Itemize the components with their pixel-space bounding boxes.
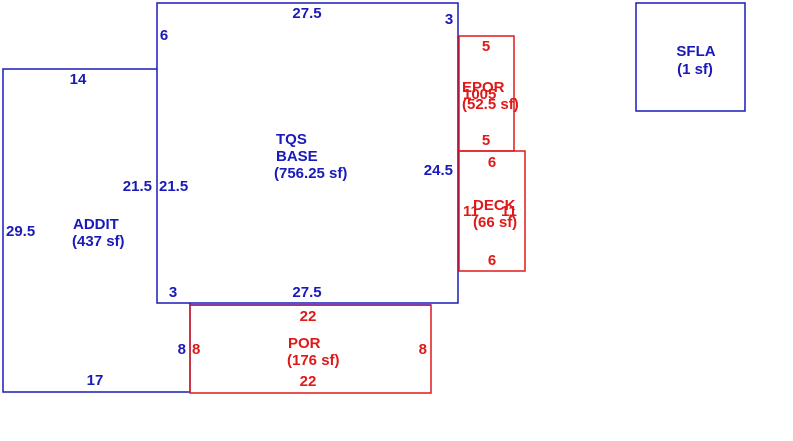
- base-dim-corner-top-left: 6: [160, 27, 168, 44]
- deck-dim-left: 11: [463, 203, 479, 220]
- deck-name: DECK: [473, 197, 516, 214]
- deck-dim-bottom: 6: [488, 252, 496, 269]
- epor-dim-top: 5: [482, 38, 490, 55]
- sfla-outline: [635, 2, 746, 112]
- deck-outline: [458, 150, 526, 272]
- deck-dim-top: 6: [488, 154, 496, 171]
- addit-dim-right: 21.5: [123, 178, 152, 195]
- base-dim-top: 27.5: [292, 5, 321, 22]
- addit-name: ADDIT: [73, 216, 119, 233]
- base-name-line1: TQS: [276, 131, 307, 148]
- sfla-name: SFLA: [676, 43, 715, 60]
- por-area: (176 sf): [287, 352, 340, 369]
- epor-name: EPOR: [462, 79, 505, 96]
- base-dim-bottom: 27.5: [292, 284, 321, 301]
- base-area: (756.25 sf): [274, 165, 347, 182]
- base-name-line2: BASE: [276, 148, 318, 165]
- base-outline: [156, 2, 459, 304]
- addit-area: (437 sf): [72, 233, 125, 250]
- por-dim-right: 8: [419, 341, 427, 358]
- addit-dim-small: 8: [178, 341, 186, 358]
- base-dim-corner-bottom-left: 3: [169, 284, 177, 301]
- addit-dim-left: 29.5: [6, 223, 35, 240]
- sfla-area: (1 sf): [677, 61, 713, 78]
- base-dim-right: 24.5: [424, 162, 453, 179]
- deck-area: (66 sf): [473, 214, 517, 231]
- base-dim-corner-top-right: 3: [445, 11, 453, 28]
- por-dim-left: 8: [192, 341, 200, 358]
- epor-area: (52.5 sf): [462, 96, 519, 113]
- por-name: POR: [288, 335, 321, 352]
- addit-dim-top: 14: [70, 71, 87, 88]
- por-dim-bottom: 22: [300, 373, 317, 390]
- deck-dim-right: 11: [501, 203, 517, 220]
- epor-name-overlap: 1005: [463, 86, 496, 103]
- por-dim-top: 22: [300, 308, 317, 325]
- base-dim-left: 21.5: [159, 178, 188, 195]
- epor-dim-bottom: 5: [482, 132, 490, 149]
- addit-dim-bottom: 17: [87, 372, 104, 389]
